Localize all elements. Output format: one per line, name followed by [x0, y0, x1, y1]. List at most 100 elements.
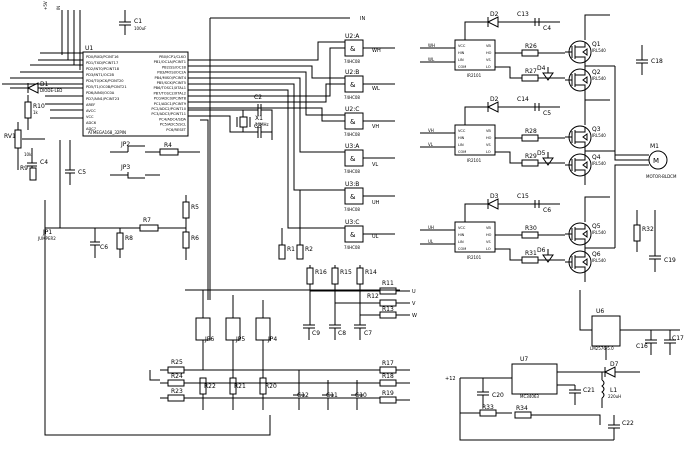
gate-ref: U2:C	[345, 106, 359, 113]
jumper-jp2: JP2	[110, 141, 160, 153]
r6-ref: R6	[191, 235, 199, 242]
svg-text:&: &	[350, 45, 356, 53]
resistor-r20: R20	[259, 377, 277, 395]
u1-pin-left: ADC6	[86, 121, 97, 125]
svg-text:VB: VB	[486, 226, 491, 230]
svg-text:VB: VB	[486, 129, 491, 133]
u1-pin-left: PD4/T0/XCK/PCINT20	[86, 79, 124, 83]
r33-ref: R33	[482, 404, 494, 411]
u1-pin-right: PC6/RESET	[166, 128, 186, 132]
rv1-ref: RV1	[4, 133, 16, 140]
svg-text:VS: VS	[486, 58, 491, 62]
svg-text:&: &	[350, 155, 356, 163]
resistor-r15: R15	[331, 267, 352, 285]
driver-input-high: VH	[428, 128, 434, 133]
resistor-r23: R23	[167, 388, 185, 402]
resistor-r22: R22	[199, 377, 216, 395]
u1-pin-right: PB1/OC1A/PCINT1	[154, 60, 186, 64]
r34-ref: R34	[516, 405, 528, 412]
u1-pin-right: PB5/SCK/PCINT5	[157, 81, 186, 85]
net-in-top: IN	[56, 6, 61, 10]
r17-ref: R17	[382, 360, 394, 367]
freewheel-diode-ref: D4	[537, 65, 546, 72]
c19-ref: C19	[664, 257, 676, 264]
r21-ref: R21	[234, 383, 246, 390]
jp5-ref: JP5	[235, 336, 245, 343]
d1-ref: D1	[40, 81, 49, 88]
capacitor-c21: C21	[569, 385, 595, 405]
cap-side-ref: C4	[543, 25, 551, 32]
r5-ref: R5	[191, 204, 199, 211]
u1-pin-right: PB2/SS/OC1B	[162, 65, 187, 69]
capacitor-c17: C17	[664, 330, 684, 355]
u1-pin-right: PC3/ADC3/PCINT11	[151, 112, 186, 116]
resistor-r33: R33	[460, 404, 512, 417]
resistor-r6: R6	[182, 231, 199, 260]
driver-ic-part: IR2101	[467, 158, 482, 163]
jumper-jp3: JP3	[110, 164, 160, 179]
resistor-r11: R11	[310, 280, 410, 295]
capacitor-c8: C8	[329, 324, 346, 340]
net-u: U	[412, 289, 416, 295]
r16-ref: R16	[315, 269, 327, 276]
m1-part: MOTOR-BLDCM	[646, 174, 677, 179]
capacitor-c4: C4	[27, 148, 48, 175]
boost-converter-u7: U7 MC34063	[460, 356, 590, 399]
mosfet-part: IRL540	[592, 230, 606, 235]
svg-text:HO: HO	[486, 51, 492, 55]
mosfet-ref: Q5	[592, 223, 601, 230]
mosfet-part: IRL540	[592, 48, 606, 53]
mosfet-ref: Q4	[592, 154, 601, 161]
resistor-r25: R25	[167, 359, 185, 374]
u1-pin-left: PD6/AIN0/OC0A	[86, 91, 115, 95]
jumper-jp1: JP1 JUMPER2	[37, 140, 61, 241]
c5-ref: C5	[78, 169, 86, 176]
resistor-r18: R18	[379, 373, 397, 387]
r8-ref: R8	[125, 235, 133, 242]
gate-res-high: R30	[525, 225, 537, 232]
c7-ref: C7	[364, 330, 372, 337]
capacitor-c18: C18	[636, 45, 663, 75]
svg-text:VCC: VCC	[458, 129, 466, 133]
u7-part: MC34063	[520, 394, 539, 399]
gate-ref: U2:B	[345, 69, 359, 76]
r18-ref: R18	[382, 373, 394, 380]
u1-pin-right: PC0/ADC0/PCINT8	[154, 97, 187, 101]
net-vh: VH	[372, 124, 379, 130]
u1-pin-left: AREF	[86, 103, 95, 107]
driver-input-low: WL	[428, 57, 435, 62]
jumper-jp4: JP4	[255, 317, 277, 343]
mosfet-ref: Q3	[592, 126, 601, 133]
r23-ref: R23	[171, 388, 183, 395]
inductor-l1: L1 220uH	[601, 372, 621, 408]
gate-part: 74HC08	[344, 95, 360, 100]
resistor-r12: R12	[335, 293, 410, 307]
jumper-jp5: JP5	[225, 317, 245, 343]
u1-pin-left: PD7/AIN1/PCINT23	[86, 97, 119, 101]
u1-ref: U1	[85, 45, 93, 52]
capacitor-c11: C11	[322, 380, 338, 410]
u1-pin-left: PD0/RXD/PCINT16	[86, 55, 119, 59]
resistor-r8: R8	[116, 228, 133, 258]
net-vl: VL	[372, 162, 378, 168]
c16-ref: C16	[636, 343, 648, 350]
gate-part: 74HC08	[344, 59, 360, 64]
svg-text:HIN: HIN	[458, 233, 465, 237]
r32-ref: R32	[642, 226, 654, 233]
svg-text:LIN: LIN	[458, 143, 464, 147]
r12-ref: R12	[367, 293, 379, 300]
svg-text:M: M	[653, 157, 659, 165]
net-wh: WH	[372, 48, 381, 54]
resistor-r5: R5	[182, 195, 199, 232]
mosfet-ref: Q2	[592, 69, 601, 76]
jp1-part: JUMPER2	[37, 236, 56, 241]
capacitor-c2: C2	[243, 94, 273, 140]
svg-text:HO: HO	[486, 136, 492, 140]
r24-ref: R24	[171, 373, 183, 380]
svg-text:VCC: VCC	[458, 44, 466, 48]
svg-text:&: &	[350, 118, 356, 126]
crystal-x1: X1 16MHz	[188, 109, 269, 133]
jp2-ref: JP2	[120, 141, 130, 148]
